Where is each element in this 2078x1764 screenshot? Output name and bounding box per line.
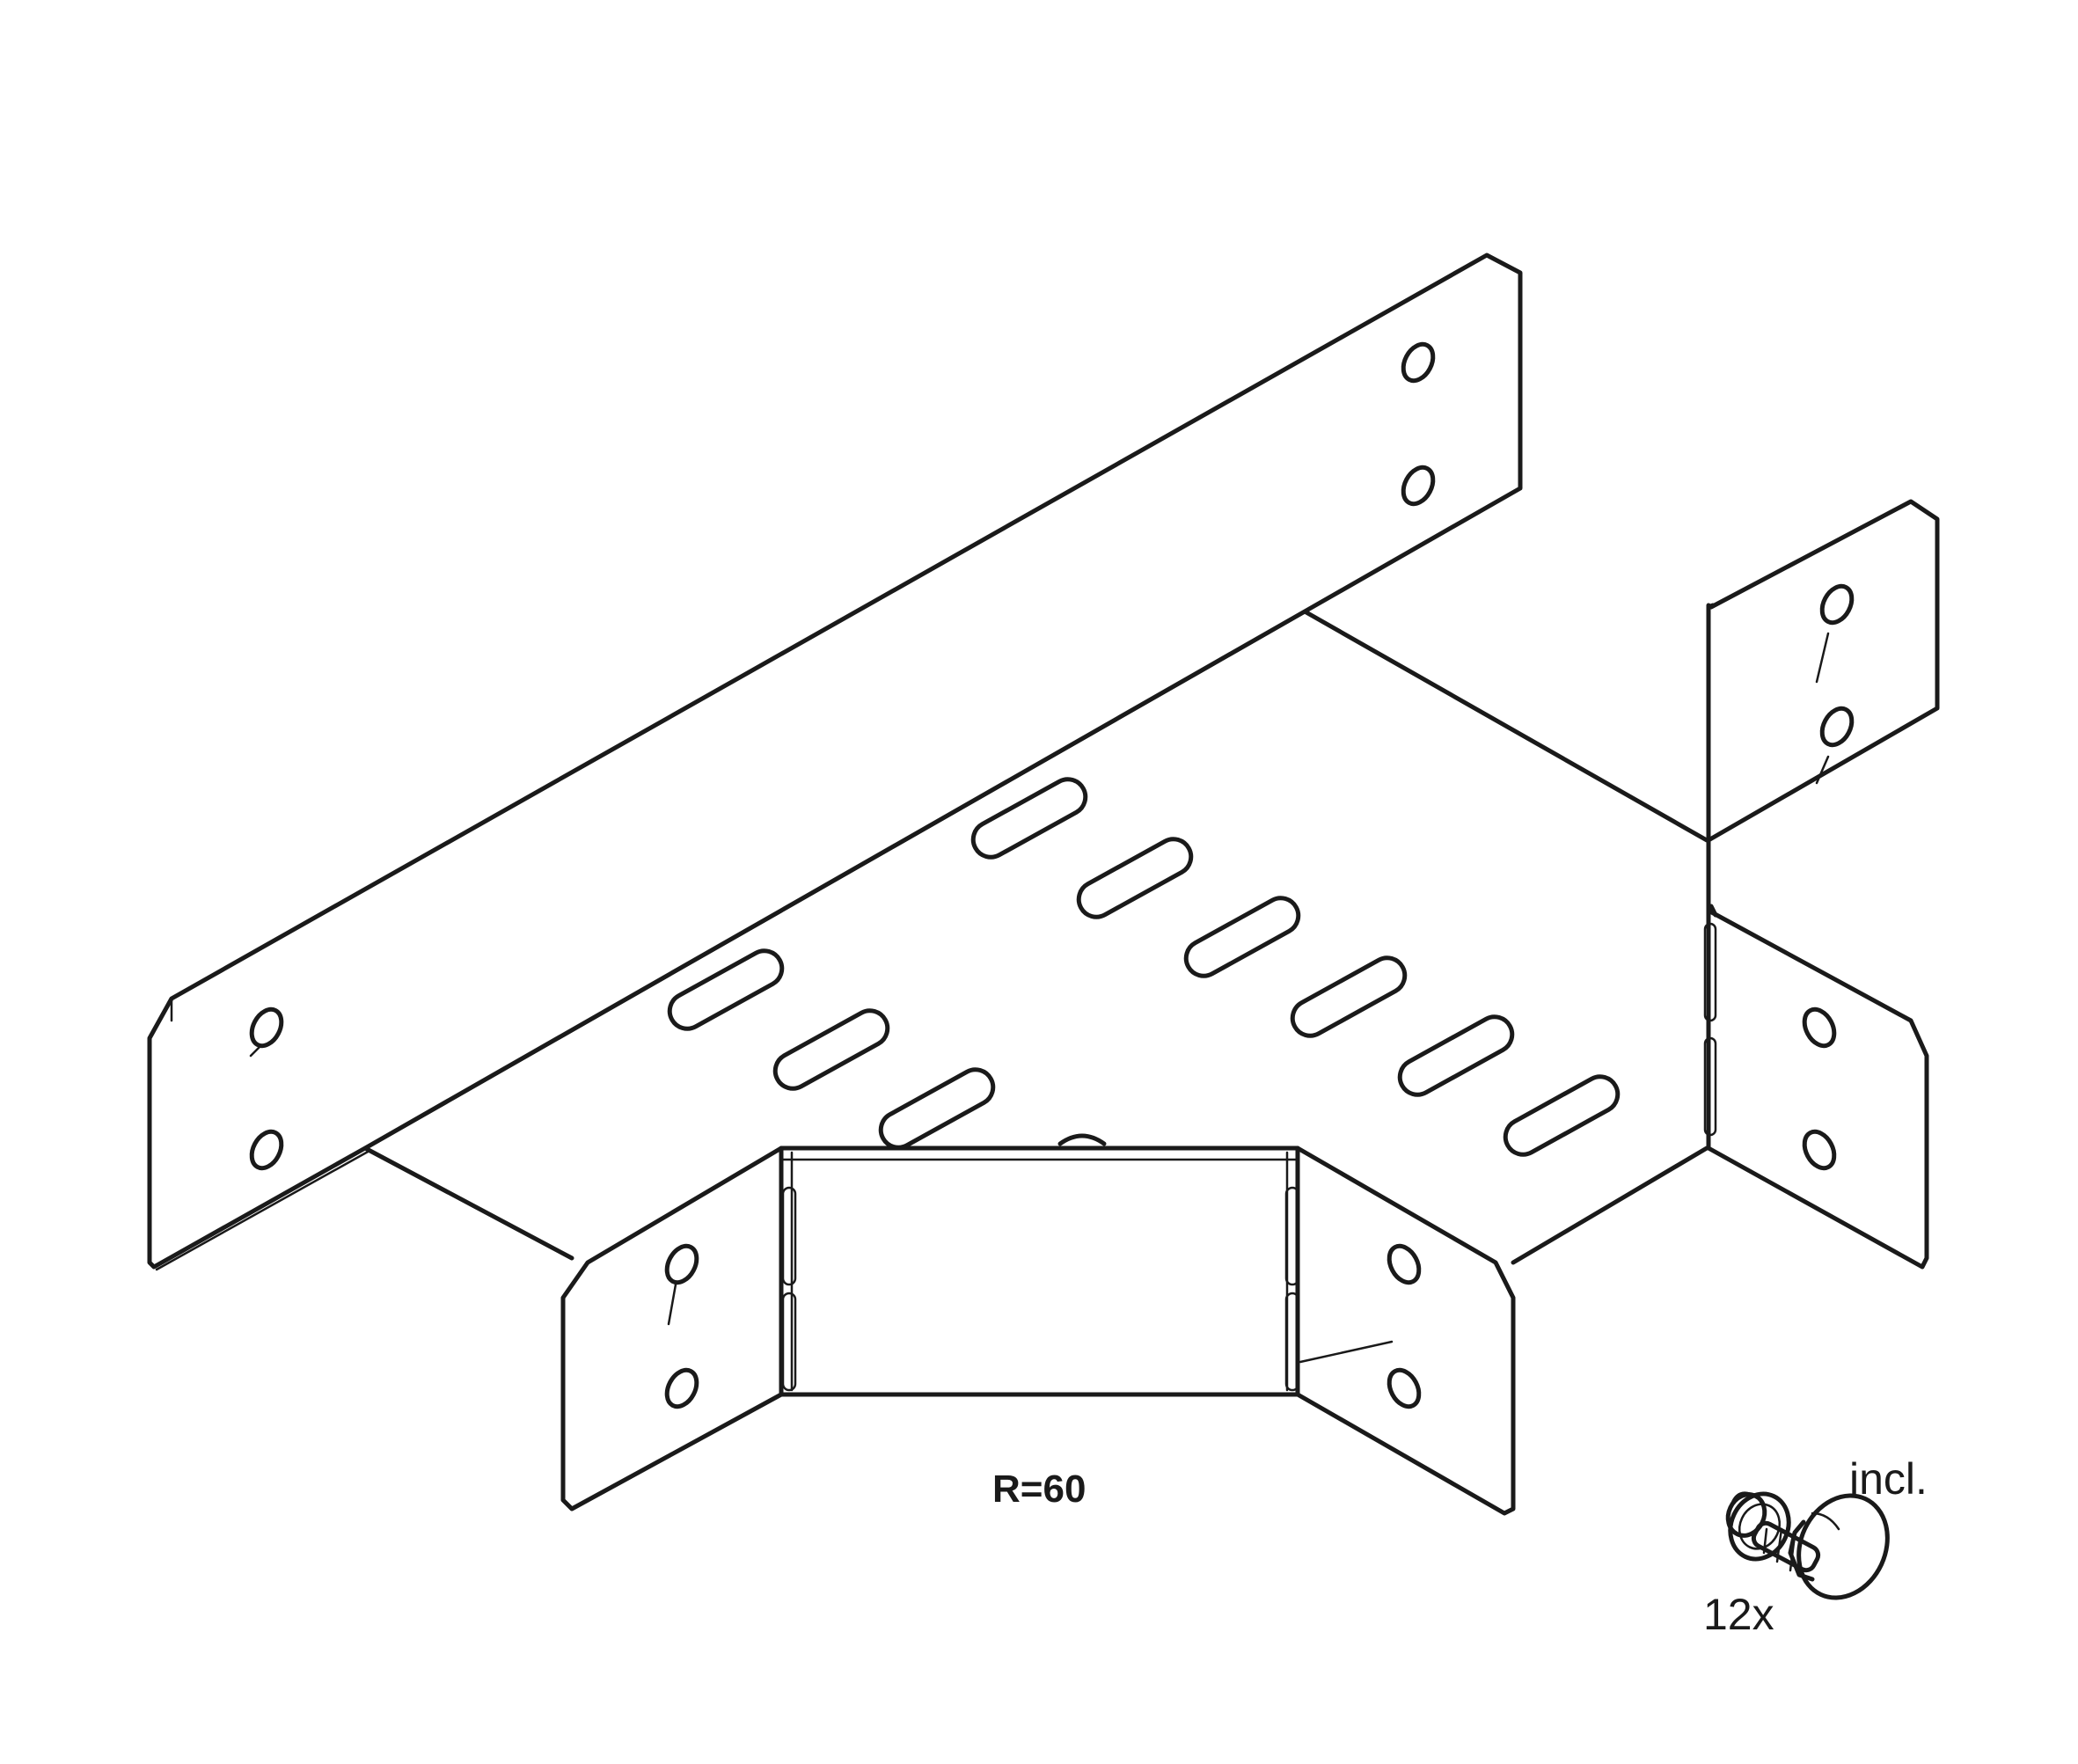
hardware-quantity-label: 12x bbox=[1703, 1590, 1774, 1639]
carriage-bolt-with-flange-nut-icon bbox=[1725, 1491, 1890, 1600]
front-center-wall bbox=[779, 1146, 1300, 1397]
right-corner-seam bbox=[1706, 838, 1718, 918]
long-side-wall bbox=[147, 253, 1523, 1270]
front-right-wall bbox=[1295, 1146, 1516, 1516]
floor-slots bbox=[667, 777, 1621, 1157]
right-upper-wall bbox=[1706, 499, 1940, 843]
radius-label: R=60 bbox=[992, 1468, 1087, 1511]
right-lower-wall bbox=[1706, 908, 1929, 1270]
hardware-included-label: incl. bbox=[1849, 1454, 1928, 1504]
bolt-holes bbox=[249, 341, 1855, 1409]
bend-relief-marks bbox=[781, 922, 1717, 1392]
long-side-wall-edge bbox=[155, 997, 371, 1271]
front-left-wall bbox=[560, 1146, 784, 1511]
